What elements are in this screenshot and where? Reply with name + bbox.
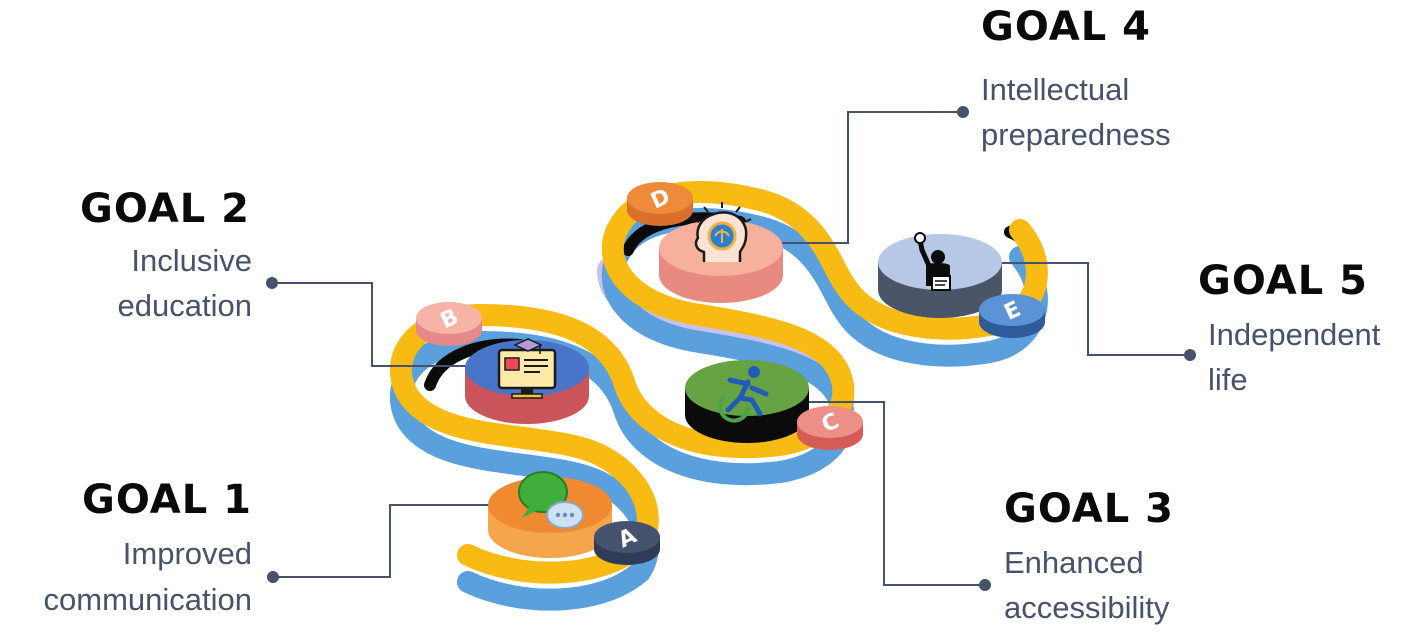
badge-d: D	[627, 182, 693, 226]
goal-1-description-line1: Improved	[123, 536, 252, 571]
connector-dot-goal-5	[1184, 349, 1196, 361]
goal-4-description-line2: preparedness	[981, 117, 1171, 152]
track-blue-band	[389, 208, 1048, 611]
connector-goal-5	[985, 262, 1190, 356]
goal-2-description-line1: Inclusive	[131, 243, 252, 278]
goal-4-title: GOAL 4	[981, 4, 1151, 50]
goal-5-title: GOAL 5	[1198, 258, 1368, 304]
goal-2-description-line2: education	[118, 288, 252, 323]
goal-1-description-line2: communication	[44, 582, 252, 617]
connector-lines	[266, 106, 1196, 591]
connector-goal-3	[780, 401, 985, 586]
goal-3-label: GOAL 3 Enhanced accessibility	[1004, 486, 1174, 625]
goal-1-title: GOAL 1	[82, 477, 252, 523]
goal-5-description-line2: life	[1208, 362, 1248, 397]
goal-4-description-line1: Intellectual	[981, 72, 1129, 107]
goal-2-title: GOAL 2	[80, 186, 250, 232]
goal-3-title: GOAL 3	[1004, 486, 1174, 532]
connector-dot-goal-3	[979, 579, 991, 591]
brain-head-icon	[692, 202, 752, 262]
independent-person-icon	[914, 232, 951, 291]
goal-3-description-line1: Enhanced	[1004, 545, 1144, 580]
goal-1-label: GOAL 1 Improved communication	[44, 477, 252, 617]
goal-2-label: GOAL 2 Inclusive education	[80, 186, 252, 323]
chat-bubbles-icon	[518, 471, 584, 529]
goal-4-label: GOAL 4 Intellectual preparedness	[981, 4, 1171, 152]
e-learning-monitor-icon	[497, 338, 557, 399]
wheelchair-runner-icon	[718, 366, 769, 423]
badge-c: C	[797, 406, 863, 450]
goal-5-description-line1: Independent	[1208, 317, 1381, 352]
goal-5-label: GOAL 5 Independent life	[1198, 258, 1381, 397]
badge-b: B	[416, 302, 482, 346]
badge-a: A	[594, 521, 660, 565]
connector-goal-2	[272, 282, 520, 367]
connector-dot-goal-2	[266, 277, 278, 289]
connector-dot-goal-1	[267, 571, 279, 583]
connector-dot-goal-4	[957, 106, 969, 118]
connector-goal-1	[273, 504, 555, 578]
goal-3-description-line2: accessibility	[1004, 590, 1170, 625]
connector-goal-4	[723, 111, 963, 244]
badge-e: E	[979, 294, 1045, 338]
